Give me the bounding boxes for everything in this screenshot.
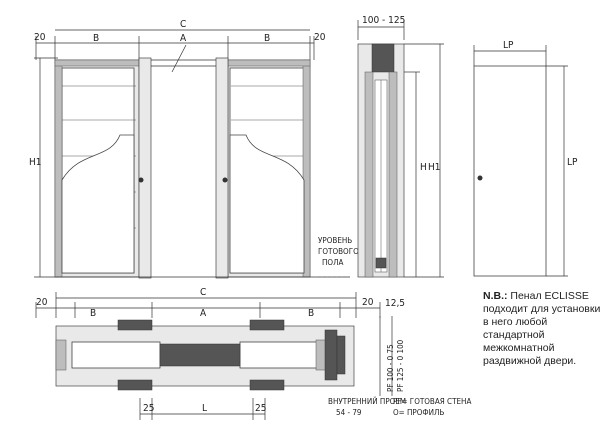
plan-view: C 20 B A B 20 12,5 PF 100 - 0 75 [35, 287, 471, 420]
dim-a-top: A [180, 33, 187, 44]
pf-range-2: PF 125 - 0 100 [396, 339, 405, 392]
pf-line2: O= ПРОФИЛЬ [393, 408, 444, 417]
dim-25-left: 25 [143, 403, 154, 414]
dim-h1-side: H1 [428, 162, 441, 173]
opening-line2: 54 - 79 [336, 408, 362, 417]
side-section: 100 - 125 H H1 [357, 15, 444, 278]
handle-right-icon [222, 177, 228, 183]
handle-leaf-icon [477, 175, 483, 181]
note-block: N.B.: Пенал ECLISSE подходит для установ… [483, 290, 608, 368]
dim-l: L [202, 403, 207, 414]
dim-20-left: 20 [34, 32, 46, 43]
floor-level-line3: ПОЛА [322, 258, 343, 267]
dim-b-plan-left: B [90, 308, 96, 319]
note-text: Пенал ECLISSE подходит для установки в н… [483, 290, 601, 367]
dim-lp-side: LP [567, 157, 578, 168]
dim-h1-front: H1 [29, 157, 42, 168]
floor-level-line2: ГОТОВОГО [318, 247, 359, 256]
dim-h-side: H [420, 162, 427, 173]
handle-left-icon [138, 177, 144, 183]
opening-line1: ВНУТРЕННИЙ ПРОЕМ [328, 395, 406, 406]
door-leaf: LP LP [473, 40, 578, 277]
dim-20-right: 20 [314, 32, 326, 43]
dim-a-plan: A [200, 308, 207, 319]
dim-12-5: 12,5 [385, 298, 405, 309]
note-heading: N.B.: [483, 290, 508, 302]
dim-25-right: 25 [255, 403, 266, 414]
pf-line1: PF= ГОТОВАЯ СТЕНА [393, 397, 471, 406]
dim-c-top: C [180, 19, 186, 30]
floor-level-line1: УРОВЕНЬ [318, 236, 352, 245]
dim-lp-top: LP [503, 40, 514, 51]
dim-20-plan-left: 20 [36, 297, 48, 308]
dim-20-plan-right: 20 [362, 297, 374, 308]
dim-b-plan-right: B [308, 308, 314, 319]
front-elevation: C 20 B A B 20 H1 [29, 19, 359, 279]
pf-range-1: PF 100 - 0 75 [386, 344, 395, 392]
dim-b-right: B [264, 33, 270, 44]
dim-width-range: 100 - 125 [362, 15, 405, 26]
dim-c-plan: C [200, 287, 206, 298]
dim-b-left: B [93, 33, 99, 44]
